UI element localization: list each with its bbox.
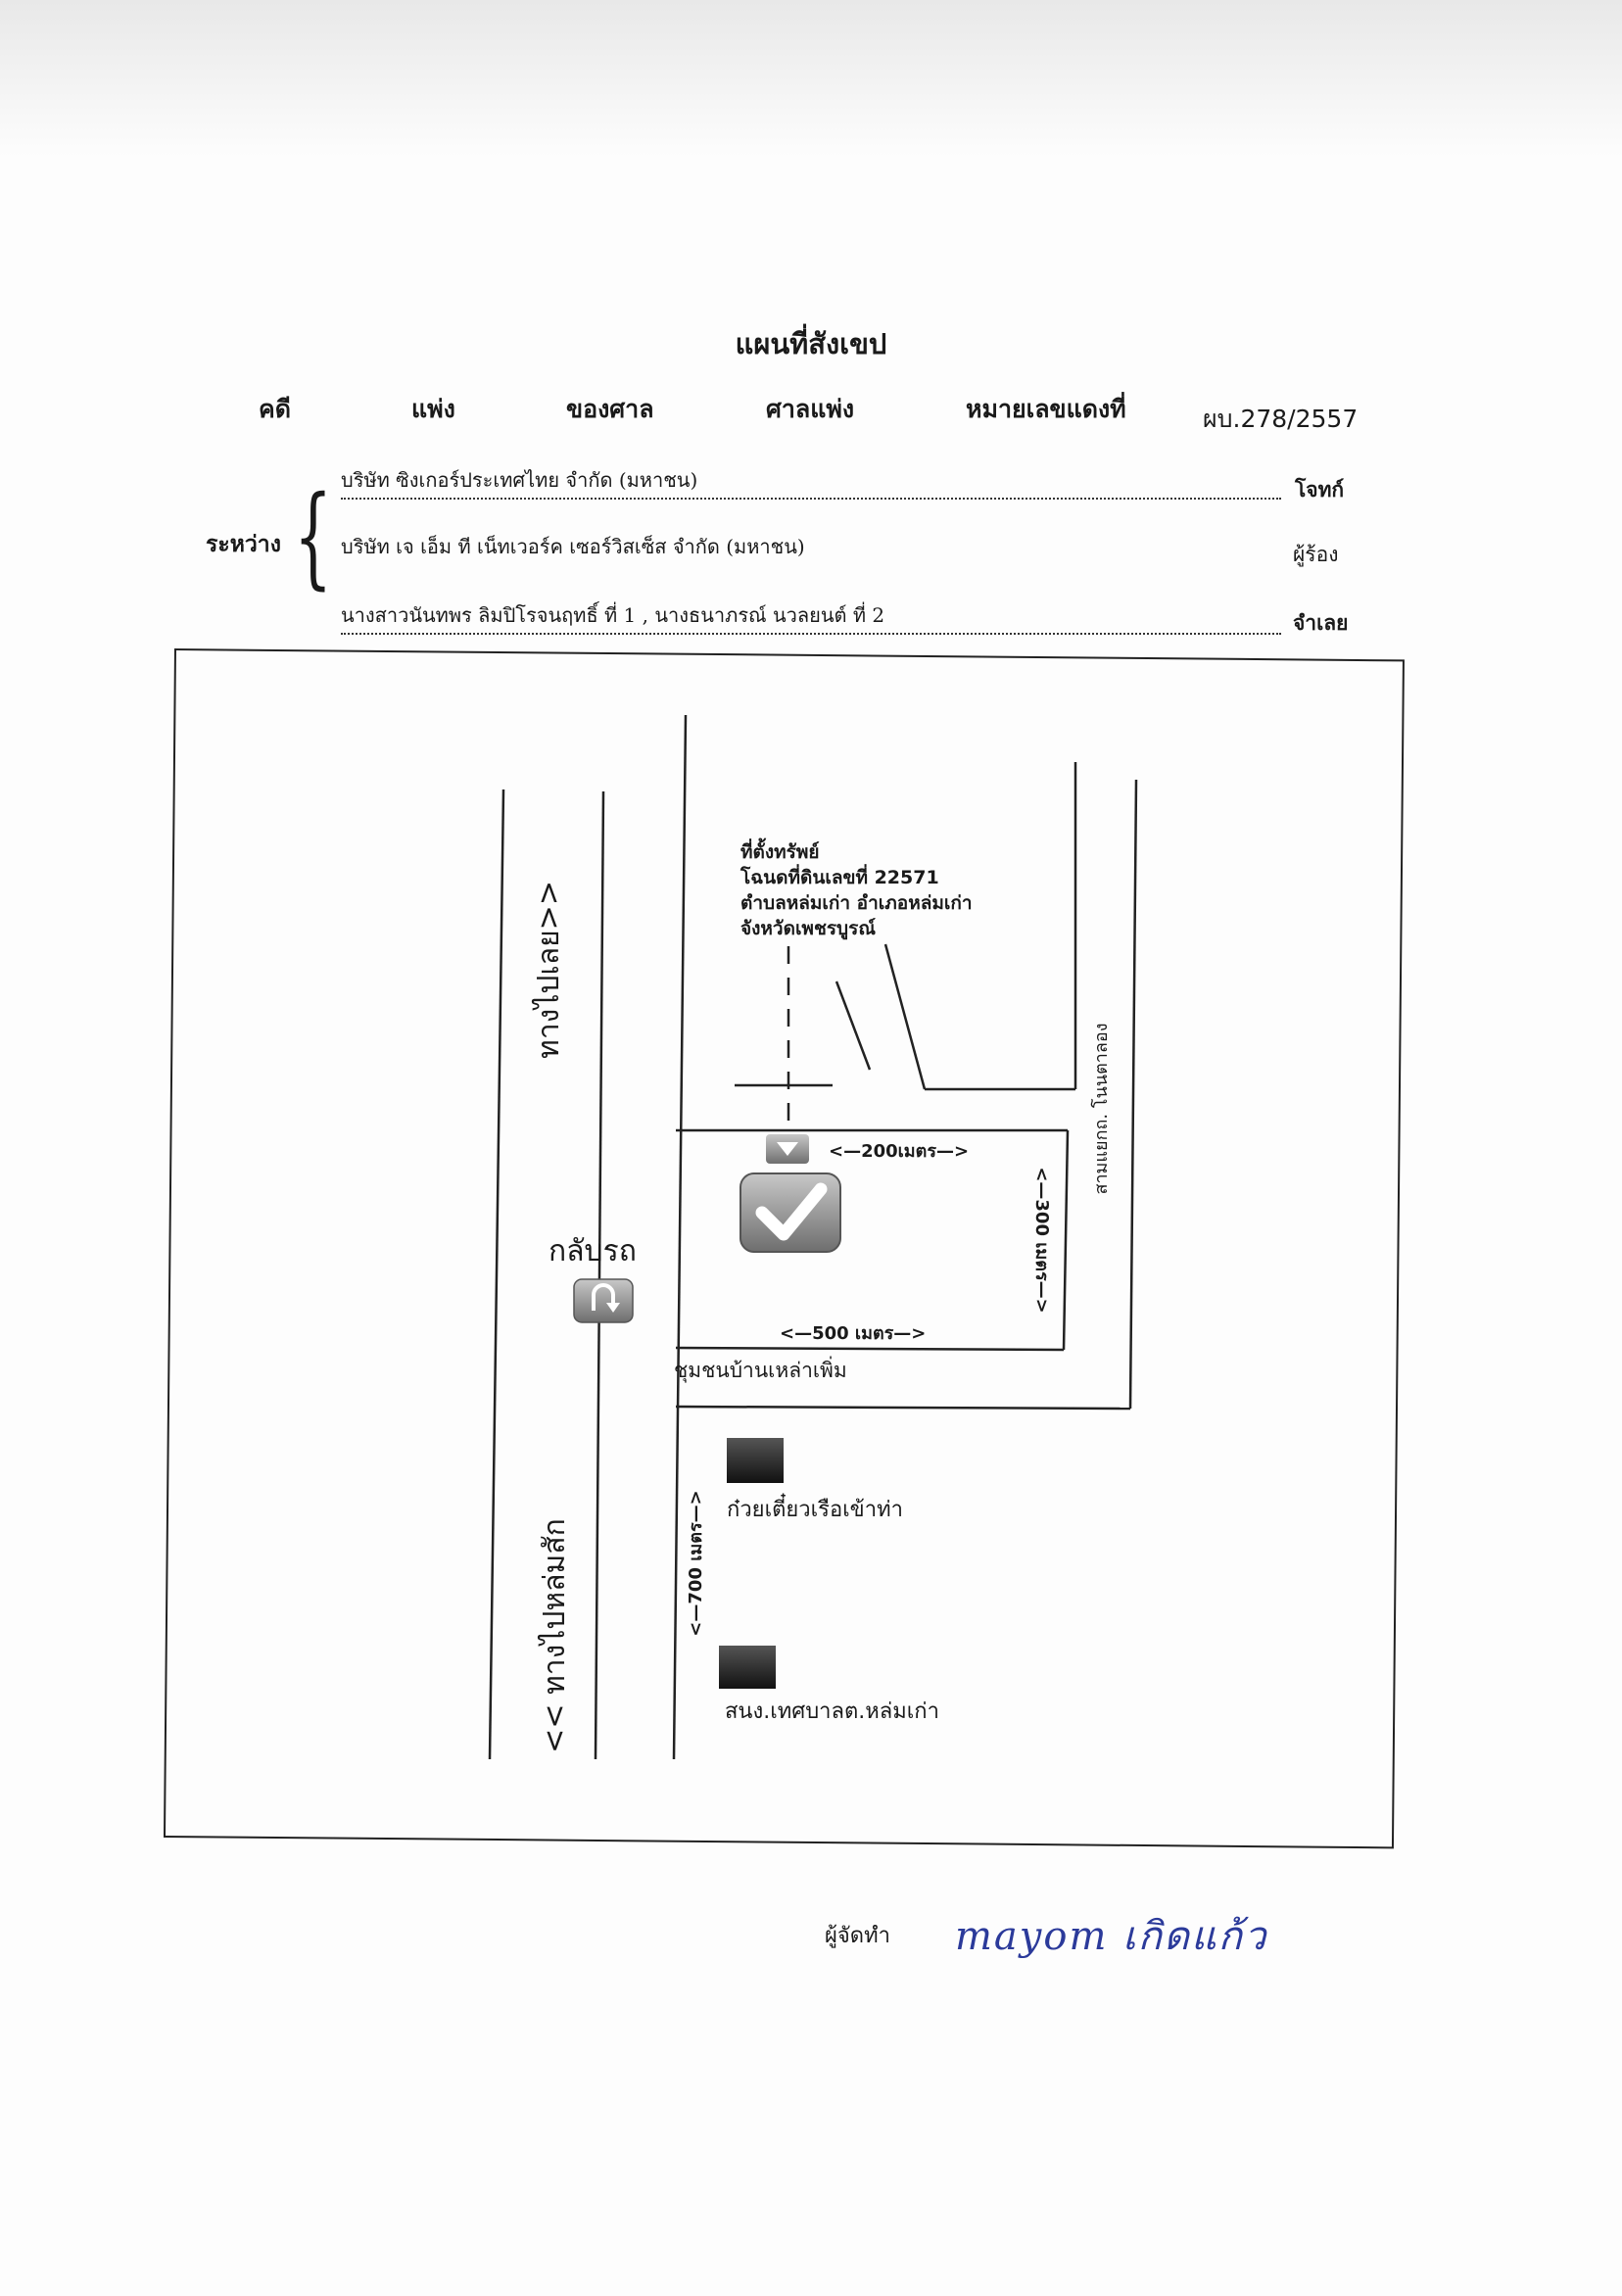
property-label-1: ที่ตั้งทรัพย์ [740, 837, 820, 863]
junction-road-outer [1128, 779, 1138, 1410]
noodle-shop-icon [727, 1438, 784, 1483]
to-loei-label: ทางไปเลย>> [531, 881, 566, 1059]
preparer-signature: mayom เกิดแก้ว [955, 1914, 1268, 1959]
between-label: ระหว่าง [206, 531, 281, 557]
side-road-diagonal-b [835, 981, 872, 1071]
noodle-shop-label: ก๋วยเตี๋ยวเรือเข้าท่า [727, 1493, 903, 1522]
highway-centre-line [594, 790, 605, 1760]
party-brace: { [294, 473, 333, 600]
court-name: ศาลแพ่ง [766, 395, 855, 423]
preparer-label: ผู้จัดทำ [825, 1924, 890, 1948]
of-court-label: ของศาล [566, 395, 654, 423]
distance-300: <—300 เมตร—> [1031, 1167, 1052, 1313]
side-road-diagonal-a [883, 943, 927, 1090]
municipal-office-label: สนง.เทศบาลต.หล่มเก่า [725, 1699, 939, 1724]
community-label: ชุมชนบ้านเหล่าเพิ่ม [674, 1356, 847, 1383]
municipal-office-icon [719, 1646, 776, 1689]
highway-right-edge [672, 714, 688, 1760]
property-label-2: โฉนดที่ดินเลขที่ 22571 [739, 864, 939, 888]
block-right [1062, 1129, 1070, 1351]
distance-500: <—500 เมตร—> [780, 1323, 926, 1344]
role-plaintiff: โจทก์ [1295, 477, 1345, 502]
party-plaintiff: บริษัท ซิงเกอร์ประเทศไทย จำกัด (มหาชน) [341, 464, 1281, 500]
property-label-3: ตำบลหล่มเก่า อำเภอหล่มเก่า [740, 892, 973, 914]
property-label-4: จังหวัดเพชรบูรณ์ [740, 918, 876, 940]
party-defendant: นางสาวนันทพร ลิมปิโรจนฤทธิ์ ที่ 1 , นางธ… [341, 599, 1281, 635]
junction-label: สามแยกถ. โนนตาลอง [1090, 1023, 1112, 1194]
role-petitioner: ผู้ร้อง [1293, 543, 1339, 566]
distance-200: <—200เมตร—> [829, 1141, 969, 1162]
lower-road [675, 1405, 1131, 1411]
red-number-label: หมายเลขแดงที่ [966, 395, 1126, 423]
distance-700: <—700 เมตร—> [686, 1490, 706, 1636]
to-lomsak-label: << ทางไปหล่มสัก [537, 1518, 572, 1753]
party-petitioner: บริษัท เจ เอ็ม ที เน็ทเวอร์ค เซอร์วิสเซ็… [341, 535, 805, 558]
page-title: แผนที่สังเขป [735, 327, 887, 360]
block-bottom [675, 1346, 1065, 1352]
u-turn-icon [573, 1278, 634, 1323]
red-number: ผบ.278/2557 [1203, 405, 1359, 433]
case-label: คดี [259, 395, 291, 423]
role-defendant: จำเลย [1293, 610, 1349, 635]
u-turn-label: กลับรถ [549, 1234, 637, 1268]
civil-label: แพ่ง [411, 395, 455, 423]
highway-left-edge [488, 789, 505, 1760]
down-arrow-icon [777, 1142, 798, 1156]
